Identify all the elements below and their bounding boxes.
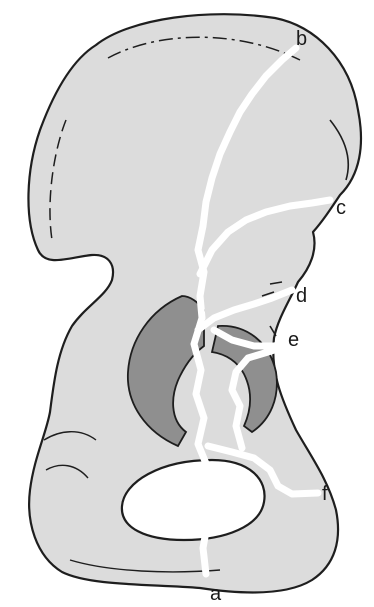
label-e: e [288, 329, 299, 351]
label-a: a [210, 583, 222, 605]
label-c: c [336, 197, 346, 219]
label-f: f [322, 483, 328, 505]
label-d: d [296, 285, 307, 307]
label-b: b [296, 28, 307, 50]
